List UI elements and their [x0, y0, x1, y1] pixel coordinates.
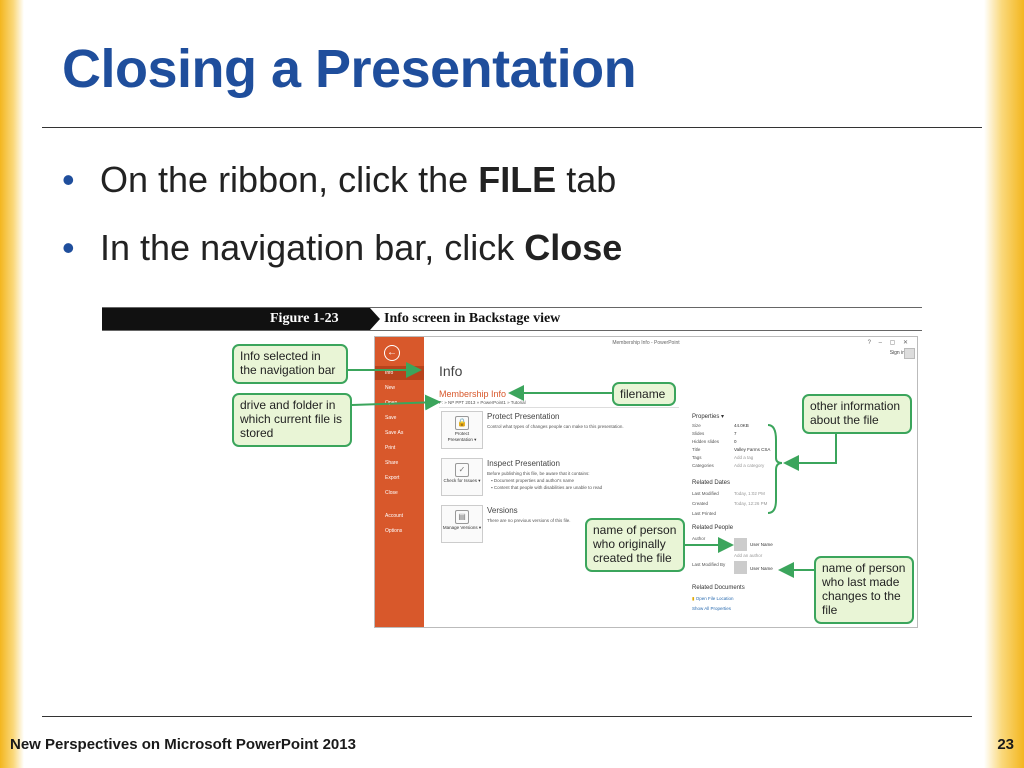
- file-path: F: » NP PPT 2013 » PowerPoint1 » Tutoria…: [439, 400, 526, 405]
- page-number: 23: [997, 736, 1014, 753]
- user-avatar-icon: [904, 348, 915, 359]
- related-documents-heading: Related Documents: [692, 585, 745, 591]
- nav-item-info[interactable]: Info: [375, 366, 424, 380]
- related-dates-heading: Related Dates: [692, 480, 731, 486]
- protect-text: Control what types of changes people can…: [487, 424, 624, 429]
- nav-item-share[interactable]: Share: [385, 460, 399, 466]
- inspect-icon: ✓: [455, 463, 469, 477]
- back-arrow-icon[interactable]: ←: [384, 345, 400, 361]
- manage-versions-button[interactable]: ▤ Manage Versions ▾: [441, 505, 483, 543]
- date-value: Today, 1:02 PM: [734, 491, 765, 496]
- inspect-heading: Inspect Presentation: [487, 459, 560, 468]
- show-all-properties-link[interactable]: Show All Properties: [692, 606, 732, 611]
- date-label: Last Modified: [692, 491, 719, 496]
- nav-item-save[interactable]: Save: [385, 415, 397, 421]
- figure-caption: Info screen in Backstage view: [384, 311, 561, 326]
- callout-filename: filename: [612, 382, 676, 406]
- author-avatar-icon: [734, 538, 747, 551]
- window-controls[interactable]: ? – ▢ ✕: [867, 340, 911, 346]
- bullet-item: •On the ribbon, click the FILE tab: [62, 146, 622, 214]
- callout-other-info: other information about the file: [802, 394, 912, 434]
- date-label: Last Printed: [692, 511, 717, 516]
- slide-title: Closing a Presentation: [62, 39, 637, 99]
- bullet-icon: •: [62, 227, 75, 268]
- bullet-list: •On the ribbon, click the FILE tab •In t…: [62, 146, 622, 282]
- modifier-avatar-icon: [734, 561, 747, 574]
- inspect-line: ▪ Document properties and author's name: [491, 478, 574, 483]
- nav-item-options[interactable]: Options: [385, 528, 403, 534]
- inspect-line: ▪ Content that people with disabilities …: [491, 485, 603, 490]
- footer-text: New Perspectives on Microsoft PowerPoint…: [10, 736, 356, 753]
- nav-item-save-as[interactable]: Save As: [385, 430, 404, 436]
- protect-presentation-button[interactable]: 🔒 Protect Presentation ▾: [441, 411, 483, 449]
- bullet-icon: •: [62, 159, 75, 200]
- callout-info-selected: Info selected in the navigation bar: [232, 344, 348, 384]
- last-modified-by-name: User Name: [750, 566, 773, 571]
- figure-caption-bar: Figure 1-23 Info screen in Backstage vie…: [102, 307, 922, 331]
- footer-divider: [42, 716, 972, 717]
- callout-drive-folder: drive and folder in which current file i…: [232, 393, 352, 447]
- folder-icon: ▮: [692, 596, 695, 601]
- sign-in-link[interactable]: Sign in: [889, 350, 905, 356]
- protect-heading: Protect Presentation: [487, 412, 560, 421]
- lock-icon: 🔒: [455, 416, 469, 430]
- nav-item-export[interactable]: Export: [385, 475, 400, 481]
- nav-item-print[interactable]: Print: [385, 445, 396, 451]
- nav-item-open[interactable]: Open: [385, 400, 398, 406]
- nav-item-close[interactable]: Close: [385, 490, 398, 496]
- backstage-nav-bar: ← Info New Open Save Save As Print Share…: [375, 337, 424, 627]
- title-divider: [42, 127, 982, 128]
- versions-heading: Versions: [487, 506, 518, 515]
- bullet-item: •In the navigation bar, click Close: [62, 214, 622, 282]
- left-gold-border: [0, 0, 24, 768]
- last-modified-by-label: Last Modified By: [692, 562, 726, 567]
- callout-last-changed: name of person who last made changes to …: [814, 556, 914, 624]
- related-people-heading: Related People: [692, 525, 734, 531]
- info-heading: Info: [439, 363, 463, 379]
- file-name: Membership Info: [439, 389, 507, 399]
- date-label: Created: [692, 501, 709, 506]
- open-file-location-link[interactable]: ▮ Open File Location: [692, 596, 734, 601]
- inspect-line: Before publishing this file, be aware th…: [487, 471, 590, 476]
- properties-heading[interactable]: Properties ▾: [692, 414, 725, 420]
- add-author-link[interactable]: Add an author: [734, 553, 763, 558]
- versions-text: There are no previous versions of this f…: [487, 518, 571, 523]
- date-value: Today, 12:26 PM: [734, 501, 768, 506]
- figure-number: Figure 1-23: [270, 311, 339, 326]
- right-gold-border: [984, 0, 1024, 768]
- author-name: User Name: [750, 542, 773, 547]
- versions-icon: ▤: [455, 510, 469, 524]
- nav-item-new[interactable]: New: [385, 385, 396, 391]
- window-title: Membership Info - PowerPoint: [612, 340, 680, 346]
- check-for-issues-button[interactable]: ✓ Check for Issues ▾: [441, 458, 483, 496]
- callout-original-creator: name of person who originally created th…: [585, 518, 685, 572]
- author-label: Author: [692, 536, 706, 541]
- nav-item-account[interactable]: Account: [385, 513, 404, 519]
